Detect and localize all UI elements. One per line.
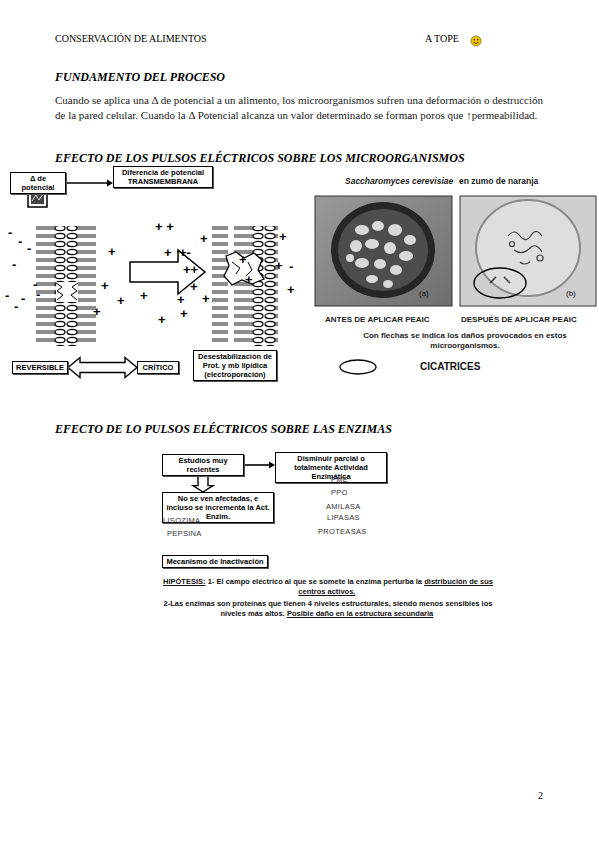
charge-sign: -	[18, 235, 22, 248]
node-text: Desestabilización de Prot. y mb lipídica…	[197, 352, 273, 379]
page-header: A TOPE	[425, 33, 459, 44]
charge-sign: +	[275, 259, 283, 272]
charge-sign: +-	[179, 246, 191, 259]
legend-text: CICATRICES	[420, 361, 480, 372]
enzyme-name: LISOZIMA	[163, 516, 200, 525]
input-box: Δ de potencial	[10, 172, 66, 194]
charge-sign: +	[200, 232, 208, 245]
charge-sign: +	[180, 307, 188, 320]
membrane-bilayer	[34, 226, 100, 346]
page-header: CONSERVACIÓN DE ALIMENTOS	[55, 33, 207, 44]
section-heading: FUNDAMENTO DEL PROCESO	[55, 70, 225, 85]
connector-line	[244, 464, 269, 466]
smiley-icon	[471, 36, 481, 46]
charge-sign: +	[287, 283, 295, 296]
section-heading: EFECTO DE LOS PULSOS ELÉCTRICOS SOBRE LO…	[55, 151, 465, 166]
hollow-arrow	[68, 358, 137, 378]
charge-sign: +	[279, 230, 287, 243]
connector-arrow	[68, 358, 137, 378]
charge-sign: +	[158, 313, 166, 326]
state-box: REVERSIBLE	[12, 361, 68, 374]
process-box: Mecanismo de Inactivación	[162, 555, 268, 568]
hollow-arrow	[193, 476, 213, 492]
charge-sign: +	[164, 246, 172, 259]
membrane-bilayer	[212, 226, 278, 346]
charge-sign: +	[202, 292, 210, 305]
state-box: CRÍTICO	[137, 361, 179, 374]
charge-sign: +	[101, 279, 109, 292]
figure-note: Con flechas se indica los daños provocad…	[345, 331, 585, 351]
figure-caption: ANTES DE APLICAR PEAIC	[325, 315, 430, 324]
charge-sign: -	[21, 292, 25, 305]
node-text: Δ de potencial	[14, 174, 62, 192]
panel-letter: (a)	[419, 289, 429, 298]
enzyme-name: PROTEASAS	[318, 527, 367, 536]
hypothesis-line: 1- El campo eléctrico al que se somete l…	[208, 577, 422, 586]
legend-sample	[340, 360, 376, 374]
charge-sign: -	[27, 242, 31, 255]
charge-sign: -	[14, 300, 18, 313]
connector-arrow	[66, 180, 113, 187]
charge-sign: -	[5, 289, 9, 302]
legend-item: CICATRICES	[420, 361, 480, 372]
charge-sign: +	[117, 294, 125, 307]
charge-sign: +	[140, 289, 148, 302]
charge-sign: -	[36, 288, 40, 301]
connector-arrow	[244, 462, 275, 469]
enzyme-name: PEPSINA	[167, 529, 202, 538]
enzyme-name: PPO	[331, 488, 348, 497]
charge-sign: +	[245, 273, 253, 286]
charge-sign: +	[177, 293, 185, 306]
node-text: Estudios muy recientes	[166, 456, 240, 474]
charge-sign: +	[93, 305, 101, 318]
panel-letter: (b)	[566, 289, 576, 298]
charge-sign: +	[190, 280, 198, 293]
figure-caption: en zumo de naranja	[459, 176, 538, 186]
process-box: Estudios muy recientes	[162, 454, 244, 476]
node-text: REVERSIBLE	[16, 363, 64, 372]
enzyme-name: AMILASA	[326, 502, 361, 511]
hypothesis-line: Posible daño en la estructura secundaria	[287, 609, 433, 618]
charge-sign: ++	[183, 263, 198, 276]
charge-sign: +	[239, 253, 247, 266]
charge-sign: +	[108, 245, 116, 258]
process-box: Diferencia de potencial TRANSMEMBRANA	[113, 166, 213, 188]
result-box: Desestabilización de Prot. y mb lipídica…	[193, 350, 277, 381]
charge-sign: + +	[155, 220, 174, 233]
figure-caption: DESPUÉS DE APLICAR PEAIC	[461, 315, 577, 324]
hypothesis-text: HIPÓTESIS:1- El campo eléctrico al que s…	[160, 577, 496, 619]
charge-sign: -	[12, 258, 16, 271]
page-header: 2	[538, 790, 543, 801]
charge-sign: -	[8, 226, 12, 239]
connector-arrow	[193, 476, 213, 492]
node-text: CRÍTICO	[141, 363, 175, 372]
figure-caption: Saccharomyces cerevisiae	[345, 176, 453, 186]
charge-sign: -	[289, 260, 293, 273]
enzyme-name: PME	[331, 475, 348, 484]
line-break	[160, 597, 494, 599]
body-text: Cuando se aplica una Δ de potencial a un…	[55, 93, 550, 123]
section-heading: EFECTO DE LO PULSOS ELÉCTRICOS SOBRE LAS…	[55, 422, 392, 437]
micrograph-after	[460, 196, 596, 306]
hypothesis-line: HIPÓTESIS:	[163, 577, 206, 586]
node-text: Diferencia de potencial TRANSMEMBRANA	[117, 168, 209, 186]
micrograph-before	[315, 196, 452, 306]
enzyme-name: LIPASAS	[327, 513, 360, 522]
node-text: Mecanismo de Inactivación	[166, 557, 264, 566]
connector-line	[66, 182, 107, 184]
